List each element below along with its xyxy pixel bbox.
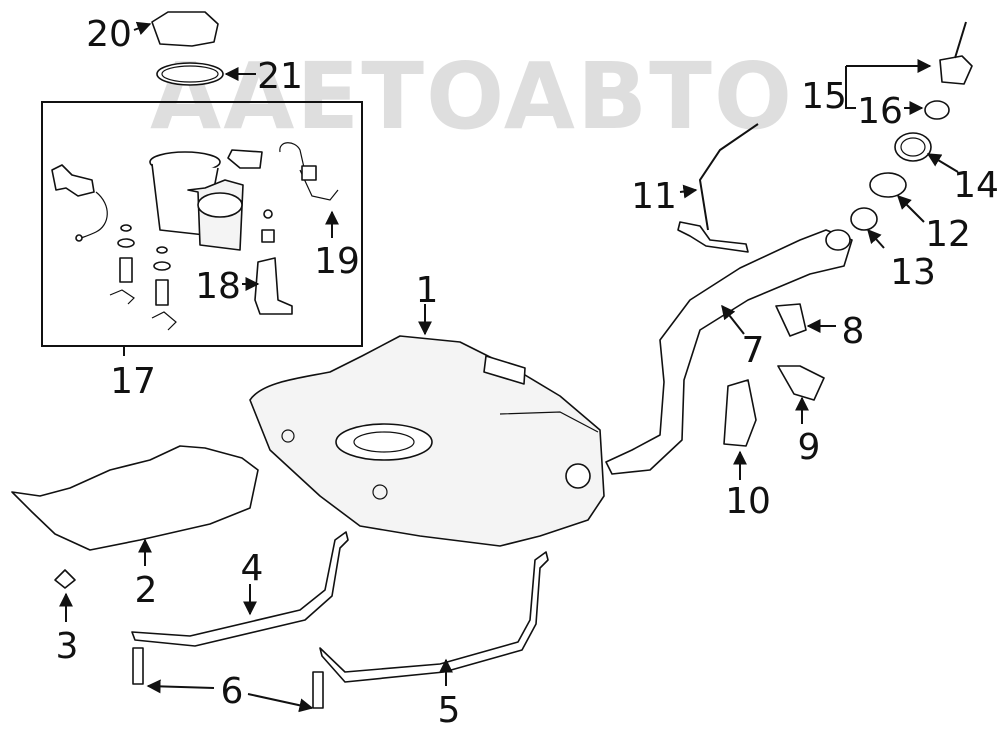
callout-8: 8 — [842, 311, 865, 352]
leader-15-bracket — [845, 66, 856, 109]
tank-filler-neck-port — [565, 463, 591, 489]
sender-connector — [75, 234, 83, 242]
leader-13 — [867, 228, 885, 249]
callout-12: 12 — [925, 214, 971, 255]
cap-gasket — [924, 100, 950, 120]
leader-14 — [926, 153, 959, 173]
tank-pump-opening-inner — [353, 431, 415, 453]
callout-14: 14 — [953, 165, 999, 206]
callout-3: 3 — [56, 626, 79, 667]
leader-11 — [679, 184, 698, 199]
fuel-cap — [939, 55, 973, 85]
fuel-pump — [254, 257, 293, 315]
callout-9: 9 — [798, 427, 821, 468]
pump-harness — [279, 142, 313, 177]
callout-1: 1 — [416, 270, 439, 311]
tank-gasket-inner — [161, 65, 219, 83]
callout-17: 17 — [110, 361, 156, 402]
callout-16: 16 — [857, 91, 903, 132]
tank-vent-line — [499, 411, 599, 433]
callout-5: 5 — [438, 690, 461, 731]
callout-6: 6 — [221, 671, 244, 712]
small-seal-a — [120, 224, 132, 232]
retainer-clip-a — [109, 289, 135, 305]
breather-tube — [698, 123, 759, 231]
small-oring-a — [117, 238, 135, 248]
callout-11: 11 — [631, 176, 677, 217]
grommet-a — [263, 209, 273, 219]
pressure-regulator-b — [155, 279, 169, 306]
fuel-level-sender — [51, 164, 95, 197]
breather-bracket — [677, 221, 749, 253]
leader-6a — [146, 679, 215, 694]
tank-strap-rear — [319, 551, 549, 683]
tank-vent-port — [483, 355, 526, 385]
filler-ring-inner — [900, 137, 926, 157]
tank-strap-front — [131, 531, 349, 647]
grommet-b — [261, 229, 275, 243]
filler-neck-cap — [869, 172, 907, 198]
filler-pipe-neck — [825, 229, 851, 251]
filler-hose — [723, 379, 757, 447]
leader-12 — [897, 195, 925, 223]
pump-filter — [197, 192, 243, 218]
tank-drain — [372, 484, 388, 500]
callout-7: 7 — [742, 330, 765, 371]
tank-pump-opening — [335, 423, 433, 461]
heat-shield — [11, 445, 259, 551]
fuel-filler-pipe — [605, 229, 853, 475]
callout-18: 18 — [195, 266, 241, 307]
kit-frame — [41, 101, 363, 347]
callout-labels: 1 2 3 4 5 6 7 8 9 10 11 12 13 14 15 16 1… — [56, 14, 999, 731]
small-seal-b — [156, 246, 168, 254]
pump-clip — [227, 149, 263, 169]
callout-19: 19 — [314, 241, 360, 282]
small-oring-b — [153, 261, 171, 271]
leader-7 — [721, 304, 745, 335]
clip-fastener — [54, 569, 76, 589]
fuel-pump-kit-box — [41, 101, 363, 347]
retainer-clip-b — [151, 311, 177, 331]
callout-21: 21 — [257, 56, 303, 97]
callout-13: 13 — [890, 252, 936, 293]
callout-2: 2 — [135, 570, 158, 611]
tank-lock-ring — [151, 11, 219, 47]
pipe-support-bracket — [777, 365, 825, 401]
pump-harness-connector — [301, 165, 317, 181]
leader-lines — [59, 21, 959, 713]
pressure-regulator-a — [119, 257, 133, 283]
filler-ring — [894, 132, 932, 162]
pump-harness-lead — [299, 169, 339, 201]
watermark-logo: AAETOABTO — [150, 43, 794, 150]
callout-4: 4 — [241, 548, 264, 589]
tank-gasket — [156, 62, 224, 86]
strap-bolt-right — [312, 671, 324, 709]
leader-20 — [133, 21, 152, 35]
sender-wire — [75, 191, 108, 241]
leader-6b — [247, 693, 314, 713]
strap-bolt-left — [132, 647, 144, 685]
filler-pipe-bracket — [775, 303, 807, 337]
tank-mount-hole — [281, 429, 295, 443]
fuel-cap-tether — [954, 21, 967, 59]
filler-neck-seal — [850, 207, 878, 231]
watermark-text: AAETOABTO — [150, 43, 794, 150]
callout-15: 15 — [801, 76, 847, 117]
callout-10: 10 — [725, 481, 771, 522]
callout-20: 20 — [86, 14, 132, 55]
